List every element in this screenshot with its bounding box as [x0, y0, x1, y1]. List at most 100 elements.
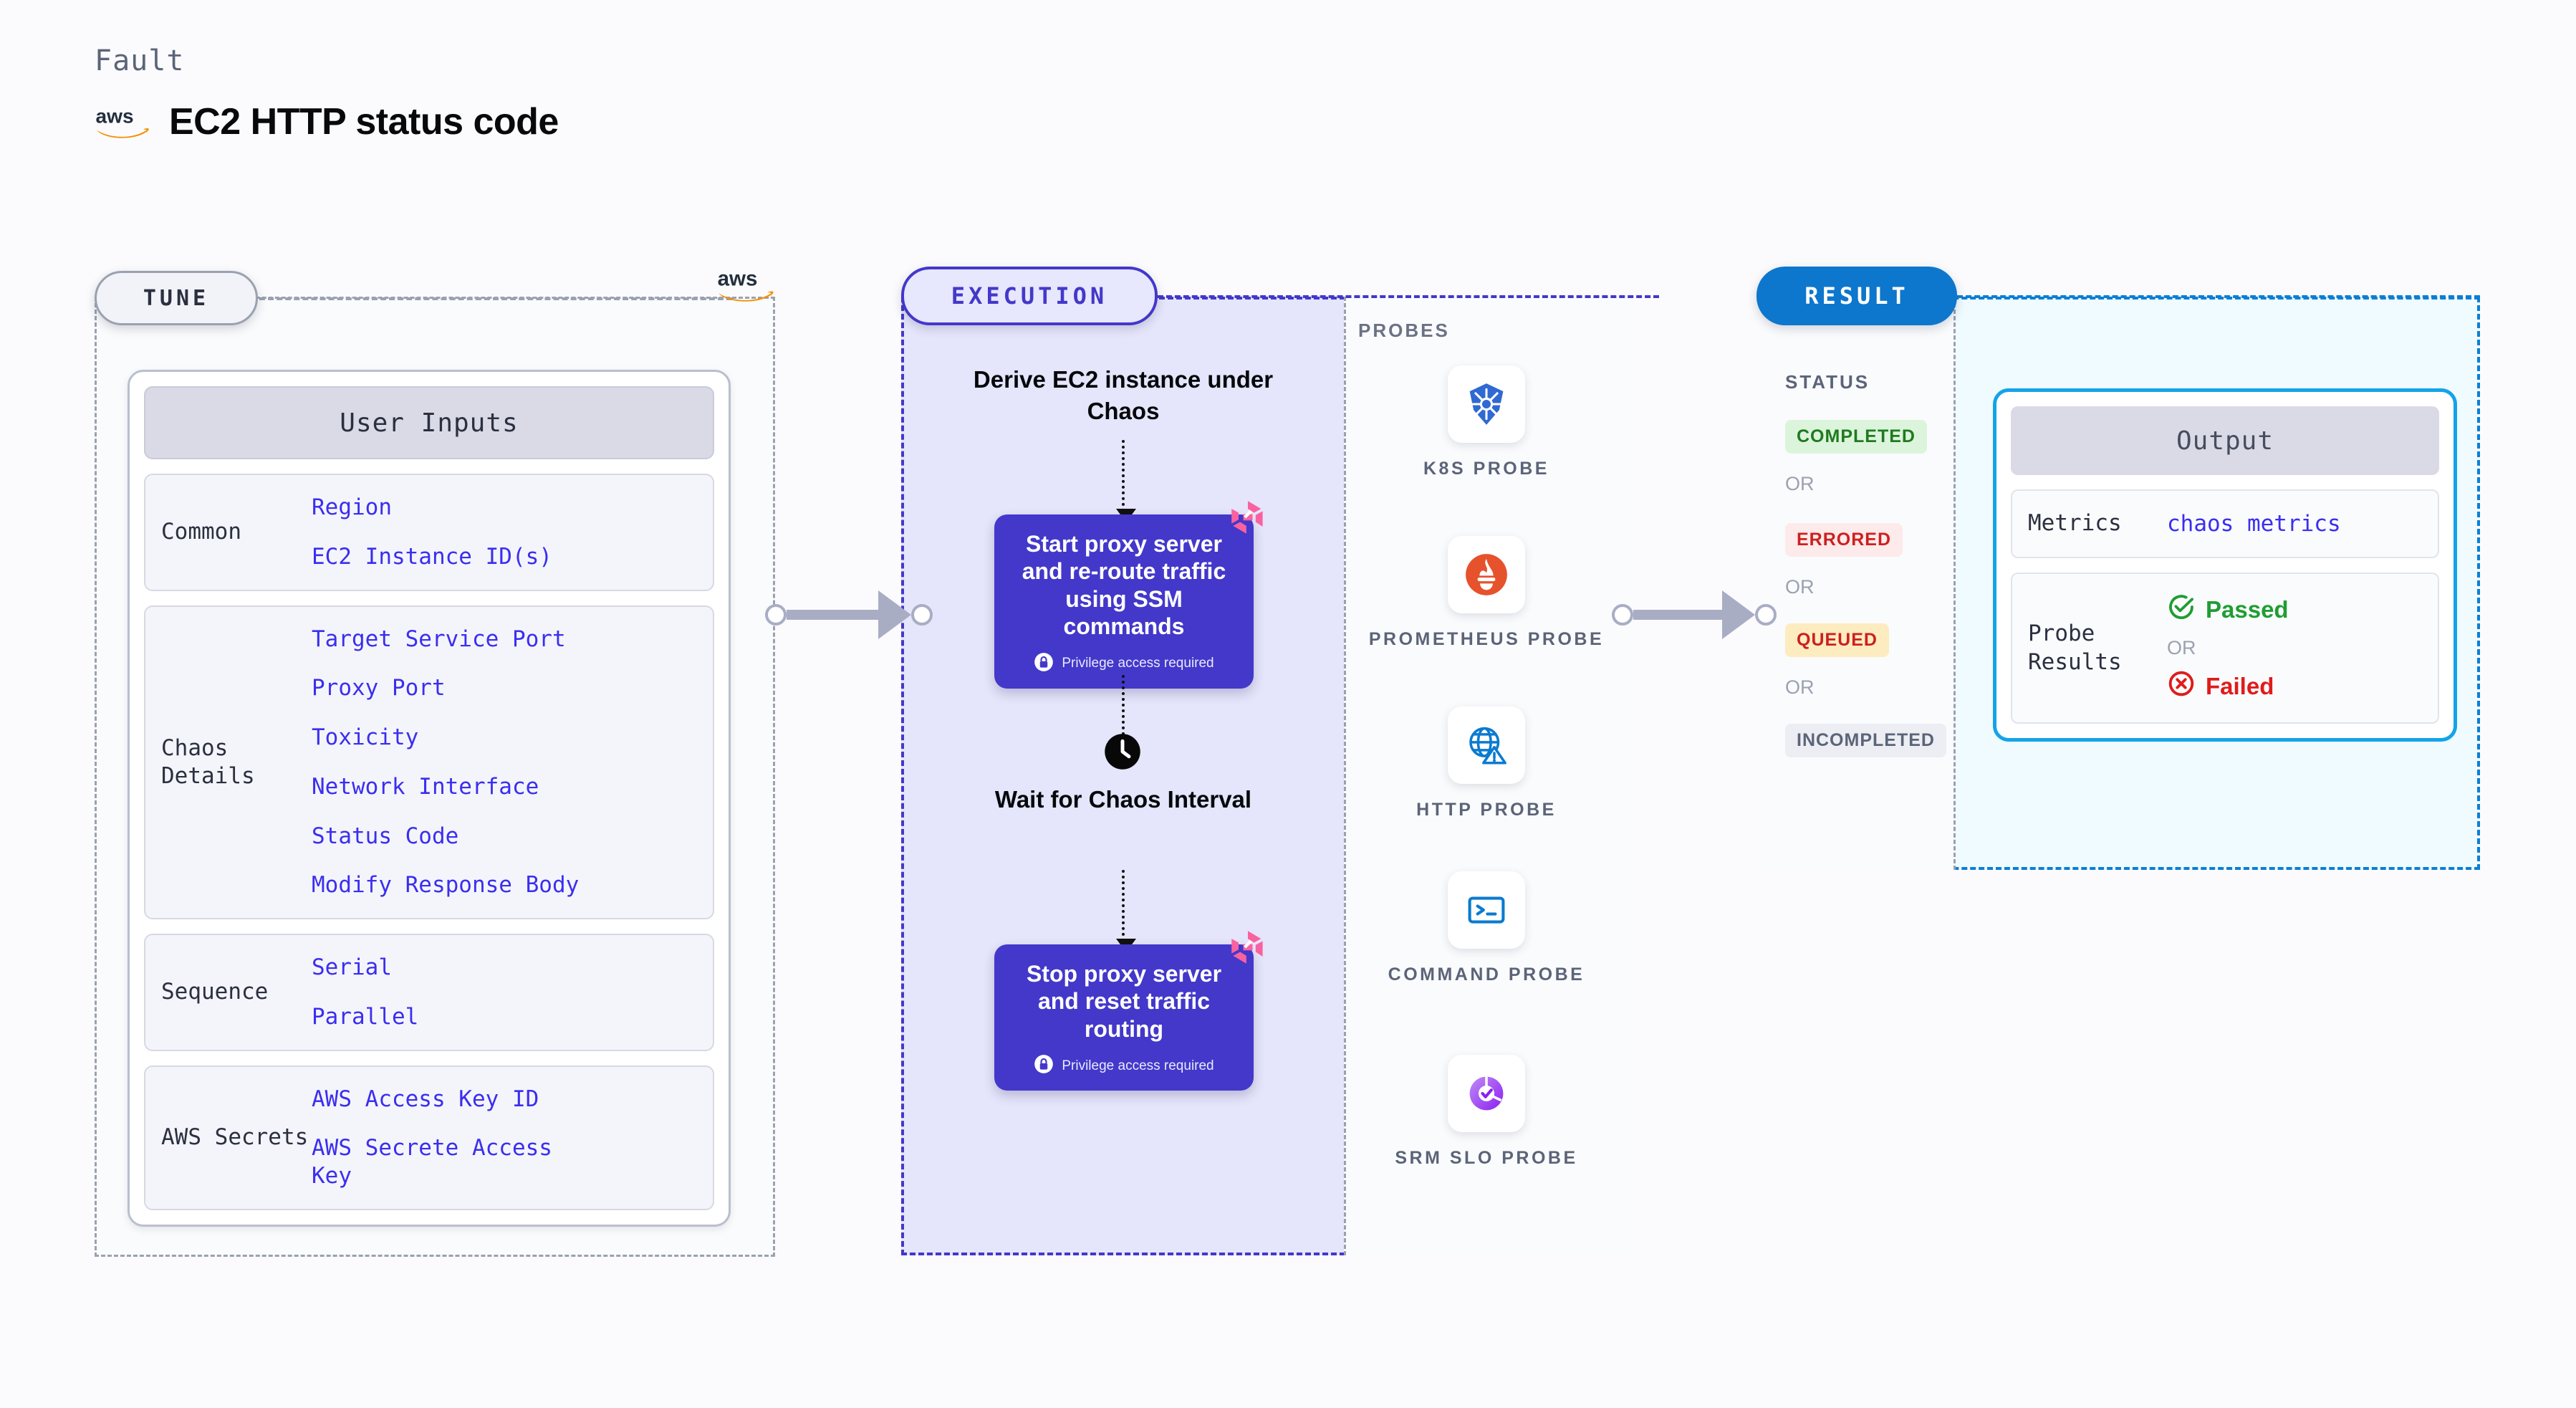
probe-item-prometheus[interactable]: PROMETHEUS PROBE [1344, 536, 1629, 651]
input-item[interactable]: Serial [312, 954, 392, 980]
lock-icon [1034, 1054, 1054, 1078]
status-badge-queued: QUEUED [1785, 623, 1889, 657]
flow-arrow [1116, 440, 1136, 522]
litmus-badge-icon [1229, 929, 1267, 969]
input-group-label: Chaos Details [161, 735, 255, 789]
probe-label: HTTP PROBE [1416, 800, 1557, 820]
svg-text:aws: aws [96, 105, 134, 128]
terminal-icon [1448, 871, 1525, 949]
lock-icon [1034, 652, 1054, 676]
execution-flow: Derive EC2 instance under Chaos Start pr… [901, 297, 1344, 1255]
probe-item-command[interactable]: COMMAND PROBE [1344, 871, 1629, 987]
result-badge[interactable]: RESULT [1756, 267, 1957, 325]
execution-connector-line [1158, 295, 1659, 298]
input-item[interactable]: Toxicity [312, 724, 419, 750]
status-title: STATUS [1785, 371, 1870, 393]
status-badge-errored: ERRORED [1785, 523, 1903, 557]
connector-end-dot [911, 604, 933, 626]
connector-arrowhead [878, 590, 911, 639]
input-item[interactable]: Target Service Port [312, 626, 566, 652]
flow-arrow [1116, 870, 1136, 952]
output-metrics-row: Metrics chaos metrics [2011, 489, 2439, 558]
probe-item-srm-slo[interactable]: SRM SLO PROBE [1344, 1055, 1629, 1170]
execution-badge[interactable]: EXECUTION [901, 267, 1158, 325]
litmus-badge-icon [1229, 499, 1267, 540]
output-card: Output Metrics chaos metrics Probe Resul… [1993, 388, 2457, 742]
connector-start-dot [1612, 604, 1633, 626]
input-group-chaos-details: Chaos Details Target Service Port Proxy … [144, 605, 714, 919]
input-group-values: Serial Parallel [312, 954, 418, 1031]
failed-label: Failed [2206, 673, 2274, 699]
start-proxy-node[interactable]: Start proxy server and re-route traffic … [994, 501, 1263, 689]
input-item[interactable]: AWS Secrete Access Key [312, 1135, 552, 1189]
probe-result-or: OR [2167, 637, 2196, 658]
status-badge-completed: COMPLETED [1785, 420, 1927, 454]
input-group-aws-secrets: AWS Secrets AWS Access Key ID AWS Secret… [144, 1065, 714, 1210]
user-inputs-header: User Inputs [144, 386, 714, 459]
prometheus-icon [1448, 536, 1525, 613]
user-inputs-card: User Inputs Common Region EC2 Instance I… [128, 370, 731, 1227]
connector-bar [1633, 610, 1722, 620]
output-probe-results-row: Probe Results Passed OR [2011, 573, 2439, 724]
tune-badge[interactable]: TUNE [95, 271, 258, 325]
input-item[interactable]: Proxy Port [312, 675, 446, 701]
probe-label: PROMETHEUS PROBE [1368, 629, 1605, 649]
input-group-label: AWS Secrets [161, 1124, 309, 1151]
privilege-row: Privilege access required [1009, 1054, 1239, 1078]
probe-item-k8s[interactable]: K8S PROBE [1344, 365, 1629, 481]
wait-interval-title: Wait for Chaos Interval [994, 786, 1252, 813]
page-header: Fault aws EC2 HTTP status code [95, 44, 559, 143]
status-or: OR [1785, 473, 1815, 494]
probes-title: PROBES [1358, 320, 1450, 341]
status-badge-incompleted: INCOMPLETED [1785, 724, 1946, 757]
connector-execution-result [1612, 590, 1777, 639]
aws-logo-icon: aws [95, 104, 150, 140]
probe-result-passed: Passed [2167, 593, 2289, 627]
check-circle-icon [2167, 593, 2196, 627]
node-text: Start proxy server and re-route traffic … [1022, 531, 1226, 640]
page-title: EC2 HTTP status code [169, 101, 559, 143]
probe-results-label: Probe Results [2028, 621, 2122, 675]
input-group-values: Target Service Port Proxy Port Toxicity … [312, 626, 579, 900]
probe-result-failed: Failed [2167, 669, 2289, 704]
tune-connector-line [259, 297, 732, 300]
node-text: Stop proxy server and reset traffic rout… [1026, 961, 1222, 1042]
metrics-value[interactable]: chaos metrics [2167, 511, 2341, 537]
input-group-values: AWS Access Key ID AWS Secrete Access Key [312, 1086, 598, 1190]
connector-end-dot [1755, 604, 1777, 626]
privilege-text: Privilege access required [1062, 656, 1214, 671]
connector-bar [787, 610, 878, 620]
input-item[interactable]: AWS Access Key ID [312, 1086, 539, 1112]
derive-instance-title: Derive EC2 instance under Chaos [973, 366, 1274, 424]
probe-item-http[interactable]: HTTP PROBE [1344, 707, 1629, 822]
clock-icon [1103, 732, 1142, 775]
svg-text:aws: aws [718, 267, 758, 291]
input-item[interactable]: EC2 Instance ID(s) [312, 543, 552, 570]
output-header: Output [2011, 406, 2439, 475]
probe-label: SRM SLO PROBE [1395, 1148, 1578, 1168]
privilege-row: Privilege access required [1009, 652, 1239, 676]
input-item[interactable]: Region [312, 494, 392, 520]
status-or: OR [1785, 676, 1815, 698]
input-group-label: Sequence [161, 979, 269, 1005]
input-item[interactable]: Modify Response Body [312, 872, 580, 899]
probe-label: K8S PROBE [1423, 459, 1549, 479]
kubernetes-icon [1448, 365, 1525, 443]
input-item[interactable]: Parallel [312, 1003, 419, 1030]
connector-start-dot [765, 604, 787, 626]
stop-proxy-node[interactable]: Stop proxy server and reset traffic rout… [994, 931, 1263, 1091]
input-group-common: Common Region EC2 Instance ID(s) [144, 474, 714, 591]
title-row: aws EC2 HTTP status code [95, 100, 559, 143]
aws-logo-icon-tune: aws [716, 265, 775, 307]
input-item[interactable]: Network Interface [312, 773, 539, 800]
fault-label: Fault [95, 44, 185, 77]
srm-slo-icon [1448, 1055, 1525, 1132]
privilege-text: Privilege access required [1062, 1058, 1214, 1073]
input-item[interactable]: Status Code [312, 823, 459, 849]
metrics-label: Metrics [2028, 510, 2122, 537]
x-circle-icon [2167, 669, 2196, 704]
input-group-label: Common [161, 519, 241, 545]
status-or: OR [1785, 576, 1815, 598]
result-connector-line [1957, 295, 2480, 298]
status-column [1756, 297, 1956, 870]
